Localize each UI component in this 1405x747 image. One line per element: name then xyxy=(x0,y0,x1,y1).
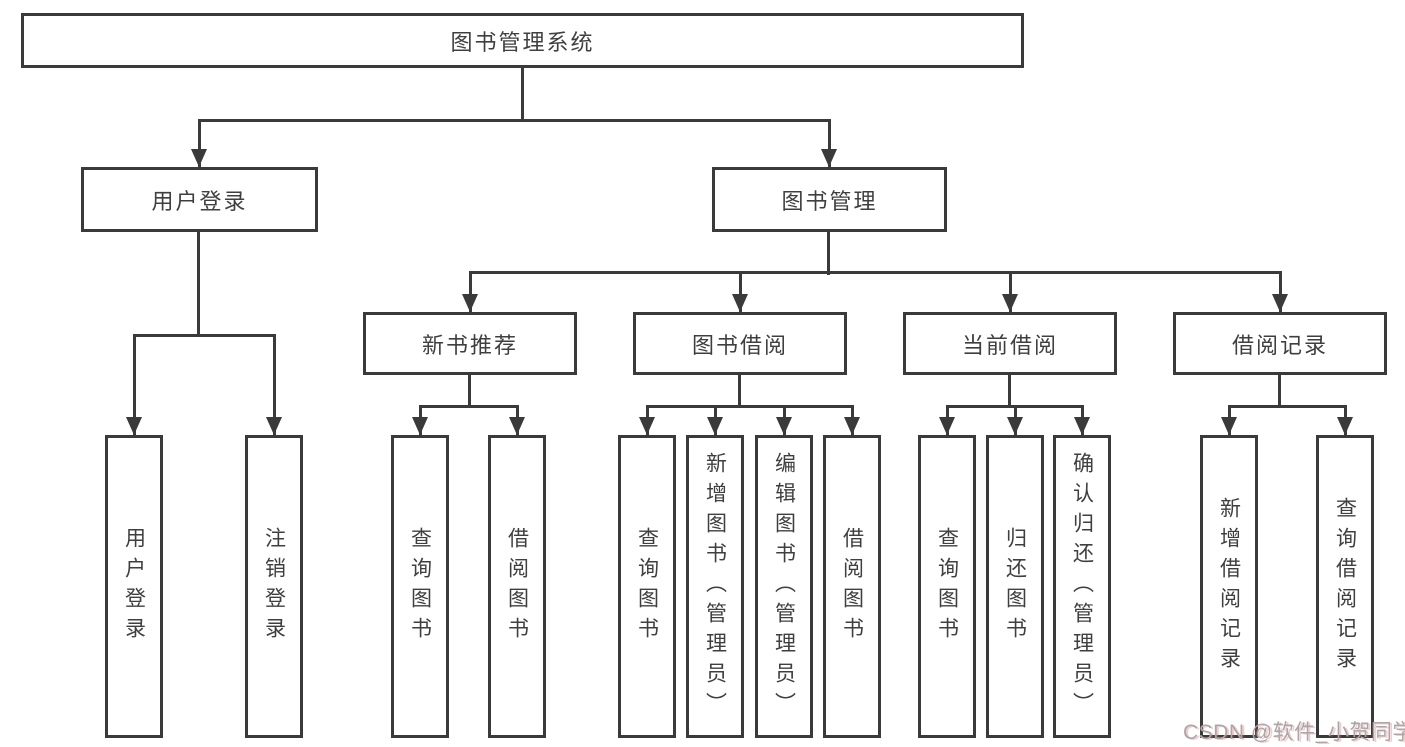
connector-stem xyxy=(1278,375,1281,408)
connector-arrow-line xyxy=(1279,271,1282,312)
node-label: 查询借阅记录 xyxy=(1333,496,1357,677)
connector-arrow-line xyxy=(198,119,201,167)
arrow-down-icon xyxy=(639,417,655,435)
node-query-borrow-record: 查询借阅记录 xyxy=(1316,435,1374,738)
node-root-library-system: 图书管理系统 xyxy=(21,13,1024,68)
node-label: 当前借阅 xyxy=(961,332,1058,358)
arrow-down-icon xyxy=(1074,417,1090,435)
node-confirm-return-admin: 确认归还（管理员） xyxy=(1053,435,1111,738)
arrow-down-icon xyxy=(509,417,525,435)
connector-arrow-line xyxy=(273,334,276,435)
node-label: 新增借阅记录 xyxy=(1217,496,1241,677)
arrow-down-icon xyxy=(462,294,478,312)
arrow-down-icon xyxy=(1002,294,1018,312)
node-book-management: 图书管理 xyxy=(712,167,947,232)
connector-stem xyxy=(827,231,830,275)
connector-stem xyxy=(197,231,200,337)
arrow-down-icon xyxy=(939,417,955,435)
node-query-books-borrow: 查询图书 xyxy=(618,435,676,738)
node-query-books-recommend: 查询图书 xyxy=(391,435,449,738)
connector-stem xyxy=(468,375,471,408)
arrow-down-icon xyxy=(821,149,837,167)
node-label: 查询图书 xyxy=(408,526,432,647)
node-label: 注销登录 xyxy=(262,526,286,647)
node-label: 借阅图书 xyxy=(505,526,529,647)
node-label: 编辑图书（管理员） xyxy=(772,451,796,722)
connector-arrow-line xyxy=(469,271,472,312)
arrow-down-icon xyxy=(1272,294,1288,312)
node-book-borrowing: 图书借阅 xyxy=(633,312,847,375)
connector-bar xyxy=(1228,405,1347,408)
connector-stem xyxy=(1008,375,1011,408)
connector-arrow-line xyxy=(828,119,831,167)
node-label: 确认归还（管理员） xyxy=(1070,451,1094,722)
node-label: 用户登录 xyxy=(122,526,146,647)
connector-arrow-line xyxy=(133,334,136,435)
arrow-down-icon xyxy=(412,417,428,435)
connector-arrow-line xyxy=(739,271,742,312)
node-add-book-admin: 新增图书（管理员） xyxy=(686,435,744,738)
node-label: 图书管理系统 xyxy=(450,29,595,55)
arrow-down-icon xyxy=(776,417,792,435)
node-new-book-recommend: 新书推荐 xyxy=(363,312,577,375)
node-label: 查询图书 xyxy=(935,526,959,647)
node-borrow-book: 借阅图书 xyxy=(823,435,881,738)
arrow-down-icon xyxy=(191,149,207,167)
arrow-down-icon xyxy=(1221,417,1237,435)
connector-bar xyxy=(646,405,854,408)
node-label: 借阅图书 xyxy=(840,526,864,647)
node-label: 图书管理 xyxy=(781,188,878,214)
node-return-book: 归还图书 xyxy=(986,435,1044,738)
connector-stem xyxy=(738,375,741,408)
node-borrow-books-recommend: 借阅图书 xyxy=(488,435,546,738)
node-edit-book-admin: 编辑图书（管理员） xyxy=(755,435,813,738)
node-query-books-current: 查询图书 xyxy=(918,435,976,738)
node-label: 用户登录 xyxy=(151,188,248,214)
node-user-login: 用户登录 xyxy=(105,435,163,738)
connector-stem xyxy=(521,67,524,122)
node-add-borrow-record: 新增借阅记录 xyxy=(1200,435,1258,738)
arrow-down-icon xyxy=(266,417,282,435)
node-label: 借阅记录 xyxy=(1231,332,1328,358)
node-label: 图书借阅 xyxy=(691,332,788,358)
connector-bar xyxy=(133,334,276,337)
arrow-down-icon xyxy=(707,417,723,435)
connector-arrow-line xyxy=(1009,271,1012,312)
arrow-down-icon xyxy=(126,417,142,435)
connector-bar xyxy=(419,405,519,408)
node-label: 新书推荐 xyxy=(421,332,518,358)
arrow-down-icon xyxy=(1337,417,1353,435)
node-label: 新增图书（管理员） xyxy=(703,451,727,722)
node-borrow-records: 借阅记录 xyxy=(1173,312,1387,375)
node-logout: 注销登录 xyxy=(245,435,303,738)
node-label: 查询图书 xyxy=(635,526,659,647)
arrow-down-icon xyxy=(844,417,860,435)
arrow-down-icon xyxy=(1007,417,1023,435)
node-label: 归还图书 xyxy=(1003,526,1027,647)
node-user-login-branch: 用户登录 xyxy=(81,167,318,232)
connector-bar xyxy=(198,119,831,122)
arrow-down-icon xyxy=(732,294,748,312)
connector-bar xyxy=(469,271,1282,274)
watermark: CSDN @软件_小贺同学 xyxy=(1183,721,1405,744)
node-current-borrowing: 当前借阅 xyxy=(903,312,1117,375)
